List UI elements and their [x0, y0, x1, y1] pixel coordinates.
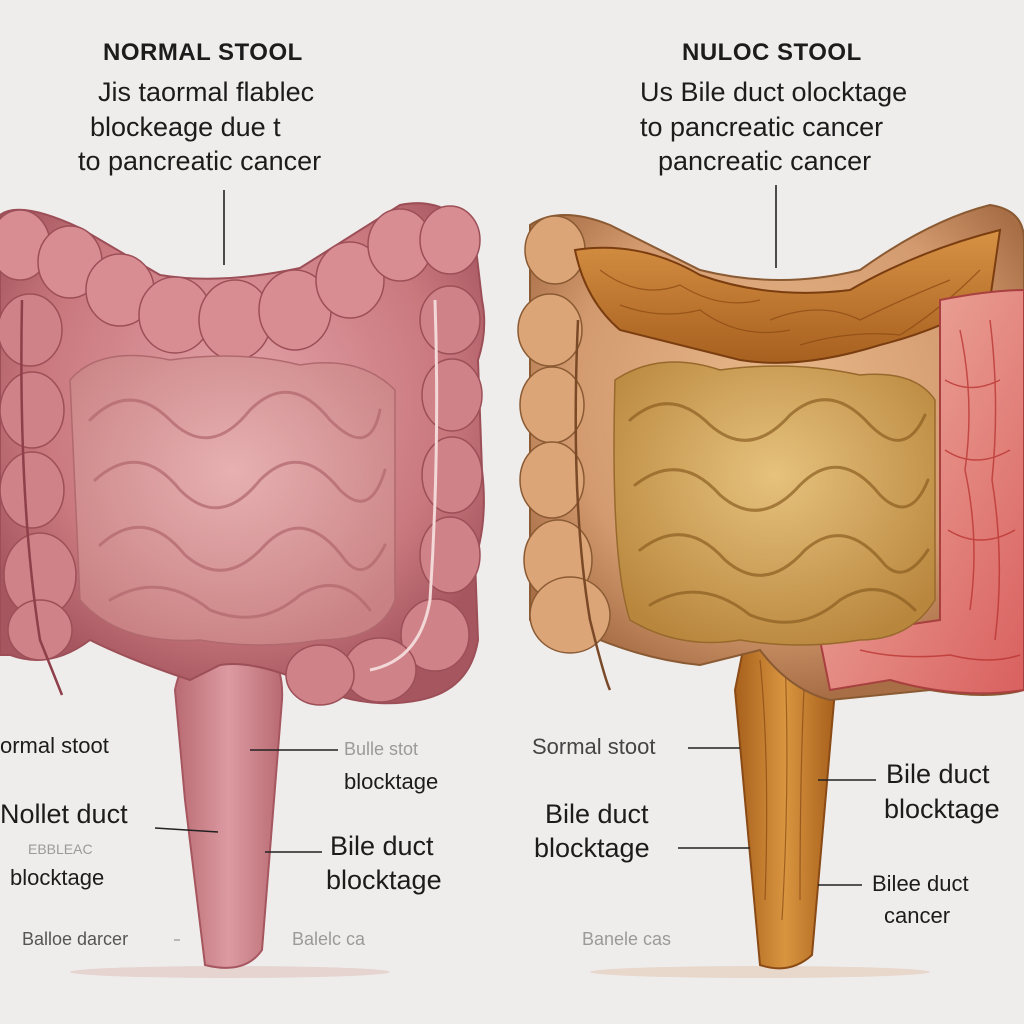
blocked-colon [517, 203, 1024, 970]
nuloc-stool-title: NULOC STOOL [682, 39, 862, 66]
left-floor-shadow [70, 966, 390, 978]
cancer-faint-right-callout: Banele cas [582, 929, 672, 949]
blockage-small-callout: blocktage [344, 769, 439, 794]
normal-stool-callout: ormal stoot [0, 733, 109, 758]
blocked-vessel [574, 319, 612, 691]
bile-duct-callout: Bile duct [330, 831, 434, 861]
normal-intestine-loops [88, 390, 387, 619]
nuloc-subtitle-line-2: to pancreatic cancer [640, 112, 884, 142]
normal-rectum [173, 638, 284, 969]
bile-duct-right-callout: Bile duct [886, 759, 990, 789]
nollet-duct-callout: Nollet duct [0, 799, 128, 829]
sormal-stoot-callout: Sormal stoot [532, 734, 656, 759]
blocktage-left-callout: blocktage [10, 865, 105, 890]
normal-haustra-left [0, 293, 77, 661]
leader-lines [154, 185, 876, 941]
cancer-faint-callout: Balelc ca [292, 929, 366, 949]
blocked-transverse-texture [599, 269, 981, 346]
blocktage-bold-callout: blocktage [326, 865, 442, 895]
normal-subtitle-line-2: blockeage due t [90, 112, 281, 142]
blocked-intestine-loops [628, 398, 930, 624]
blocked-small-intestine [613, 361, 936, 646]
small-faint-callout: EBBLEAC [28, 841, 93, 857]
normal-subtitle-line-1: Jis taormal flablec [98, 77, 315, 107]
bile-faint-callout: Bulle stot [344, 739, 419, 759]
nuloc-subtitle-line-3: pancreatic cancer [658, 146, 872, 176]
blocked-rectum-fibers [759, 659, 806, 921]
blocked-inflamed-fibers [859, 319, 1021, 661]
normal-small-intestine [69, 354, 396, 646]
normal-vessel [20, 299, 64, 696]
normal-haustra-top [0, 205, 481, 361]
normal-vessel-right [369, 299, 439, 672]
cancer-left-callout: Balloe darcer [22, 929, 129, 949]
cancer-right-callout: cancer [884, 903, 951, 928]
normal-subtitle-line-3: to pancreatic cancer [78, 146, 322, 176]
right-floor-shadow [590, 966, 930, 978]
blocktage-mid-callout: blocktage [534, 833, 650, 863]
bilee-duct-callout: Bilee duct [872, 871, 969, 896]
normal-stool-title: NORMAL STOOL [103, 39, 303, 66]
nuloc-subtitle-line-1: Us Bile duct olocktage [640, 77, 908, 107]
blocked-haustra-left [517, 215, 611, 654]
bile-duct-mid-callout: Bile duct [545, 799, 649, 829]
blocktage-right-callout: blocktage [884, 794, 1000, 824]
normal-colon [0, 202, 486, 969]
